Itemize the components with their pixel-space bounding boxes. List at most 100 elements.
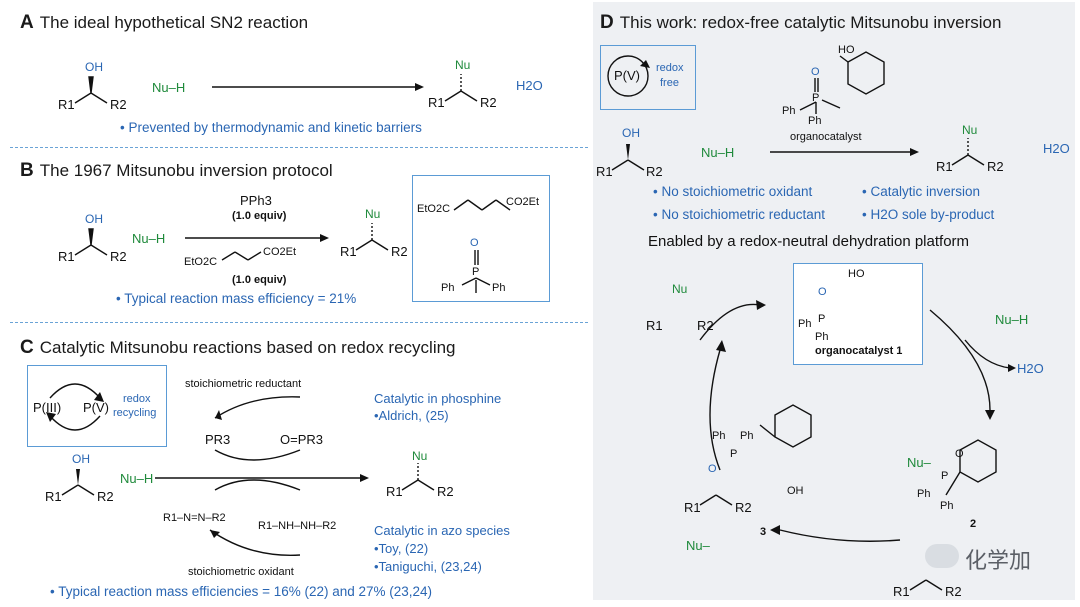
c-recycling-label: recycling xyxy=(113,407,157,419)
b-hydrazine-left: EtO2C xyxy=(417,203,451,215)
b-o-label: O xyxy=(470,237,479,249)
a-nuh-label: Nu–H xyxy=(152,80,186,95)
d-nu-label: Nu xyxy=(962,123,978,137)
d-cat-o-label: O xyxy=(811,66,820,78)
b-r1-label: R1 xyxy=(58,249,75,264)
d-catalyst1-box xyxy=(793,263,923,365)
b-note: • Typical reaction mass efficiency = 21% xyxy=(116,291,357,306)
b-azo-right: CO2Et xyxy=(263,246,297,258)
d-int3-nu-minus: Nu– xyxy=(686,538,710,553)
d-cycle-r1: R1 xyxy=(646,318,663,333)
wechat-logo-icon xyxy=(925,544,959,568)
a-r1-label: R1 xyxy=(58,97,75,112)
d-bullet-right-1: • H2O sole by-product xyxy=(862,207,995,222)
b-equiv2-label: (1.0 equiv) xyxy=(232,274,287,286)
d-cat1-ho: HO xyxy=(848,268,865,280)
a-oh-label: OH xyxy=(85,60,103,74)
c-product-r1: R1 xyxy=(386,484,403,499)
d-int2-ph-left: Ph xyxy=(917,488,931,500)
d-cat1-ph-down: Ph xyxy=(815,331,829,343)
d-cat-ph-down: Ph xyxy=(808,115,822,127)
d-redox-label: redox xyxy=(656,62,684,74)
c-opr3-label: O=PR3 xyxy=(280,432,323,447)
d-r1-label: R1 xyxy=(596,164,613,179)
watermark-text: 化学加 xyxy=(965,548,1032,573)
a-note: • Prevented by thermodynamic and kinetic… xyxy=(120,120,422,135)
d-pv-label: P(V) xyxy=(614,68,640,83)
d-free-label: free xyxy=(660,77,679,89)
b-oh-label: OH xyxy=(85,212,103,226)
d-int3-ph-right: Ph xyxy=(740,430,754,442)
c-nuh-label: Nu–H xyxy=(120,471,154,486)
c-aldrich: •Aldrich, (25) xyxy=(374,408,449,423)
d-bottom-r2: R2 xyxy=(945,584,962,599)
d-product-r1: R1 xyxy=(936,159,953,174)
d-int3-p: P xyxy=(730,448,738,460)
d-int3-o: O xyxy=(708,463,717,475)
c-p5-label: P(V) xyxy=(83,400,109,415)
c-oxidant-label: stoichiometric oxidant xyxy=(188,566,294,578)
b-ph-right: Ph xyxy=(492,282,506,294)
b-product-r1: R1 xyxy=(340,244,357,259)
c-redox-label: redox xyxy=(123,393,151,405)
d-redox-free-box xyxy=(600,45,696,110)
c-hydrazine-label: R1–NH–NH–R2 xyxy=(258,520,337,532)
b-r2-label: R2 xyxy=(110,249,127,264)
c-toy: •Toy, (22) xyxy=(374,541,429,556)
d-cat1-p: P xyxy=(818,313,826,325)
d-cat1-o: O xyxy=(818,286,827,298)
d-cycle-nuh: Nu–H xyxy=(995,312,1029,327)
d-int3-r2: R2 xyxy=(735,500,752,515)
b-p-label: P xyxy=(472,266,480,278)
c-r1-label: R1 xyxy=(45,489,62,504)
b-hydrazine-right: CO2Et xyxy=(506,196,540,208)
d-cycle-r2: R2 xyxy=(697,318,714,333)
d-water-label: H2O xyxy=(1043,141,1070,156)
panel-b-title-text: The 1967 Mitsunobu inversion protocol xyxy=(39,161,333,180)
panel-a-letter: A xyxy=(20,12,34,33)
panel-c-letter: C xyxy=(20,337,34,358)
panel-d-title-text: This work: redox-free catalytic Mitsunob… xyxy=(619,13,1002,32)
d-int2-nu-minus: Nu– xyxy=(907,455,931,470)
d-cat-ph-left: Ph xyxy=(782,105,796,117)
d-int3-ph-left: Ph xyxy=(712,430,726,442)
c-taniguchi: •Taniguchi, (23,24) xyxy=(374,559,482,574)
panel-c-title-text: Catalytic Mitsunobu reactions based on r… xyxy=(39,338,456,357)
c-cat-phosphine: Catalytic in phosphine xyxy=(374,391,502,406)
b-equiv1-label: (1.0 equiv) xyxy=(232,210,287,222)
d-bullet-right-0: • Catalytic inversion xyxy=(862,184,981,199)
d-int3-r1: R1 xyxy=(684,500,701,515)
panel-b-letter: B xyxy=(20,160,34,181)
d-cat-p-label: P xyxy=(812,92,820,104)
d-cat1-ph-left: Ph xyxy=(798,318,812,330)
d-label-2: 2 xyxy=(970,518,977,530)
d-cycle-nu-label: Nu xyxy=(672,282,688,296)
b-nuh-label: Nu–H xyxy=(132,231,166,246)
d-int2-ph-down: Ph xyxy=(940,500,954,512)
d-r2-label: R2 xyxy=(646,164,663,179)
c-reductant-label: stoichiometric reductant xyxy=(185,378,302,390)
d-cycle-water: H2O xyxy=(1017,361,1044,376)
d-cat-ho-label: HO xyxy=(838,44,855,56)
d-bullet-left-0: • No stoichiometric oxidant xyxy=(653,184,813,199)
c-note: • Typical reaction mass efficiencies = 1… xyxy=(50,584,433,599)
c-cat-azo: Catalytic in azo species xyxy=(374,523,510,538)
d-nuh-label: Nu–H xyxy=(701,145,735,160)
b-product-r2: R2 xyxy=(391,244,408,259)
divider-ab xyxy=(10,147,588,148)
c-redox-box xyxy=(27,365,167,447)
c-p3-label: P(III) xyxy=(33,400,62,415)
c-product-r2: R2 xyxy=(437,484,454,499)
a-product-r1: R1 xyxy=(428,95,445,110)
panel-c-title: C Catalytic Mitsunobu reactions based on … xyxy=(20,337,456,359)
b-azo-left: EtO2C xyxy=(184,256,218,268)
b-ph-left: Ph xyxy=(441,282,455,294)
c-pr3-label: PR3 xyxy=(205,432,231,447)
c-azo-label: R1–N=N–R2 xyxy=(163,512,226,524)
c-oh-label: OH xyxy=(72,452,90,466)
